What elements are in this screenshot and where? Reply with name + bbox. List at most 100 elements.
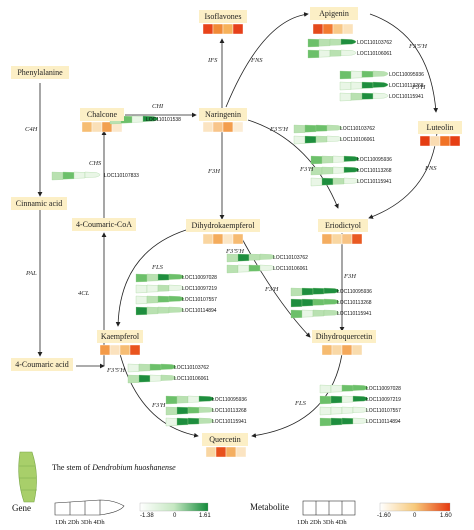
enzyme-f35h-kae: F3'5'H xyxy=(107,367,125,374)
caption-species: Dendrobium huoshanense xyxy=(92,463,176,472)
gene-expression-glyph xyxy=(165,395,215,405)
dihydrokaempferol-heat xyxy=(202,233,244,245)
metabolite-cinnamic-acid: Cinnamic acid xyxy=(11,197,67,210)
gene-expression-glyph xyxy=(135,295,185,305)
luteolin-heat xyxy=(419,135,461,147)
metabolite-naringenin: Naringenin xyxy=(199,108,247,121)
arrow-lut-erio xyxy=(368,132,438,219)
met-scale-max: 1.60 xyxy=(440,513,452,519)
metabolite-chalcone: Chalcone xyxy=(80,108,124,121)
gene-label: LOC110113268 xyxy=(389,83,424,89)
pathway-arrows xyxy=(37,12,439,438)
metabolite-color-bar xyxy=(379,502,451,512)
met-scale-mid: 0 xyxy=(413,513,417,519)
enzyme-fls-1: FLS xyxy=(152,264,163,271)
eriodictyol-heat xyxy=(321,233,363,245)
gene-label: LOC110095936 xyxy=(357,157,392,163)
gene-label: LOC110115941 xyxy=(357,179,392,185)
gene-label: LOC110115941 xyxy=(337,311,372,317)
enzyme-f35h-naringenin: F3'5'H xyxy=(270,126,288,133)
arrow-nar-erio xyxy=(247,119,339,209)
gene-label: LOC110113268 xyxy=(212,408,247,414)
gene-expression-glyph xyxy=(135,306,185,316)
enzyme-f3h-main: F3H xyxy=(208,168,220,175)
gene-expression-glyph xyxy=(135,284,185,294)
gene-expression-glyph xyxy=(310,166,360,176)
stem-illustration xyxy=(18,451,37,503)
metabolite-phenylalanine: Phenylalanine xyxy=(11,66,69,79)
kaempferol-heat xyxy=(99,344,141,356)
enzyme-f3h-dhk: F3'H xyxy=(265,286,279,293)
metabolite-coumaroyl-coa: 4-Coumaric-CoA xyxy=(72,218,136,231)
gene-legend-label: Gene xyxy=(12,503,31,513)
gene-expression-glyph xyxy=(127,363,177,373)
gene-label: LOC110103762 xyxy=(174,365,209,371)
gene-expression-glyph xyxy=(226,264,276,274)
gene-label: LOC110097028 xyxy=(182,275,217,281)
gene-expression-glyph xyxy=(339,81,389,91)
naringenin-heat xyxy=(202,121,244,133)
gene-scale-min: -1.38 xyxy=(140,513,154,519)
gene-label: LOC110101538 xyxy=(146,117,181,123)
gene-expression-glyph xyxy=(135,273,185,283)
enzyme-pal: PAL xyxy=(26,270,37,277)
gene-label: LOC110107557 xyxy=(366,408,401,414)
enzyme-fns-1: FNS xyxy=(251,57,263,64)
enzyme-f3h-apigenin: F3'H xyxy=(412,84,426,91)
gene-expression-glyph xyxy=(293,124,343,134)
gene-label: LOC110103762 xyxy=(273,255,308,261)
gene-expression-glyph xyxy=(319,417,369,427)
gene-expression-glyph xyxy=(293,135,343,145)
gene-expression-glyph xyxy=(310,155,360,165)
arrow-kae-que xyxy=(119,353,199,438)
gene-expression-glyph xyxy=(319,384,369,394)
gene-expression-glyph xyxy=(307,49,357,59)
metabolite-quercetin: Quercetin xyxy=(202,433,248,446)
gene-label: LOC110095936 xyxy=(337,289,372,295)
gene-label: LOC110114894 xyxy=(366,419,401,425)
metabolite-dihydroquercetin: Dihydroquercetin xyxy=(312,330,376,343)
enzyme-fns-2: FNS xyxy=(425,165,437,172)
gene-label: LOC110113268 xyxy=(357,168,392,174)
gene-expression-glyph xyxy=(127,374,177,384)
gene-color-bar xyxy=(139,502,209,512)
gene-label: LOC110097028 xyxy=(366,386,401,392)
isoflavones-heat xyxy=(202,23,244,35)
gene-expression-glyph xyxy=(290,287,340,297)
gene-expression-glyph xyxy=(319,406,369,416)
apigenin-heat xyxy=(312,23,354,35)
gene-expression-glyph xyxy=(319,395,369,405)
quercetin-heat xyxy=(205,446,247,458)
metabolite-legend-label: Metabolite xyxy=(250,502,289,512)
arrow-dhq-que xyxy=(251,353,343,438)
gene-label: LOC110097219 xyxy=(182,286,217,292)
gene-expression-glyph xyxy=(226,253,276,263)
gene-label: LOC110103762 xyxy=(357,40,392,46)
enzyme-f3h-naringenin: F3'H xyxy=(300,166,314,173)
gene-scale-max: 1.61 xyxy=(199,513,211,519)
gene-expression-glyph xyxy=(339,92,389,102)
enzyme-f3h-kae: F3'H xyxy=(152,402,166,409)
arrow-nar-api xyxy=(225,12,309,108)
gene-expression-glyph xyxy=(290,298,340,308)
gene-label: LOC110114894 xyxy=(182,308,217,314)
metabolite-legend-outline xyxy=(302,500,356,516)
gene-expression-glyph xyxy=(165,417,215,427)
gene-label: LOC110106061 xyxy=(273,266,308,272)
enzyme-fls-2: FLS xyxy=(295,400,306,407)
dihydroquercetin-heat xyxy=(321,344,363,356)
gene-stage-labels: 1Dh 2Dh 3Dh 4Dh xyxy=(55,519,105,526)
enzyme-chi: CHI xyxy=(152,103,164,110)
enzyme-c4h: C4H xyxy=(25,126,38,133)
gene-expression-glyph xyxy=(339,70,389,80)
met-scale-min: -1.60 xyxy=(377,513,391,519)
gene-label: LOC110106061 xyxy=(174,376,209,382)
gene-expression-glyph xyxy=(290,309,340,319)
gene-label: LOC110106061 xyxy=(357,51,392,57)
metabolite-luteolin: Luteolin xyxy=(418,121,462,134)
gene-label: LOC110095936 xyxy=(212,397,247,403)
arrow-api-lut xyxy=(369,13,439,113)
gene-expression-glyph xyxy=(165,406,215,416)
metabolite-kaempferol: Kaempferol xyxy=(97,330,143,343)
